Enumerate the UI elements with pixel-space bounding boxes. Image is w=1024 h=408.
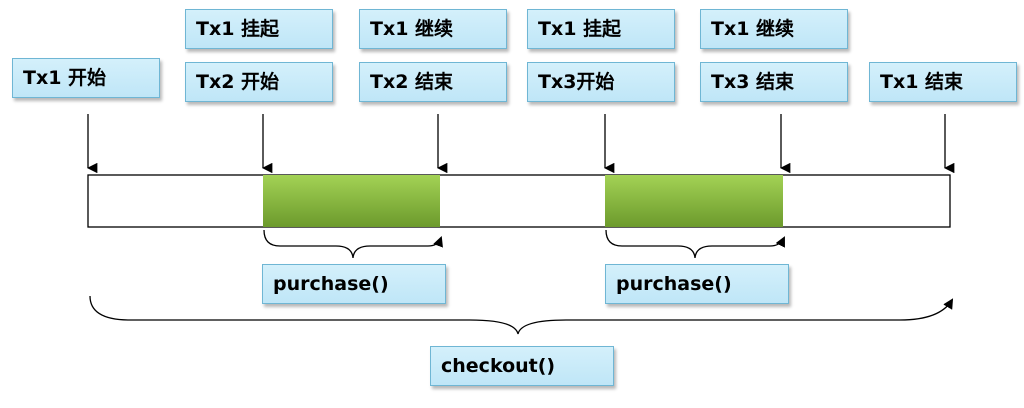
label-tx1-end: Tx1 结束: [869, 62, 1017, 102]
label-tx3-end: Tx3 结束: [700, 62, 848, 102]
label-checkout: checkout(): [430, 346, 614, 386]
label-tx1-start: Tx1 开始: [12, 58, 160, 98]
label-tx2-start: Tx2 开始: [185, 62, 333, 102]
purchase-segment-1: [263, 175, 440, 227]
timeline-bar: [87, 174, 951, 228]
label-tx1-suspend-1: Tx1 挂起: [185, 9, 333, 49]
brace-purchase-2: [605, 229, 785, 259]
label-tx1-suspend-2: Tx1 挂起: [527, 9, 675, 49]
label-purchase-2: purchase(): [605, 264, 789, 304]
label-tx1-resume-1: Tx1 继续: [359, 9, 507, 49]
label-purchase-1: purchase(): [262, 264, 446, 304]
label-tx1-resume-2: Tx1 继续: [700, 9, 848, 49]
label-tx3-start: Tx3开始: [527, 62, 675, 102]
purchase-segment-2: [605, 175, 783, 227]
brace-purchase-1: [263, 229, 443, 259]
label-tx2-end: Tx2 结束: [359, 62, 507, 102]
brace-checkout: [89, 295, 954, 335]
